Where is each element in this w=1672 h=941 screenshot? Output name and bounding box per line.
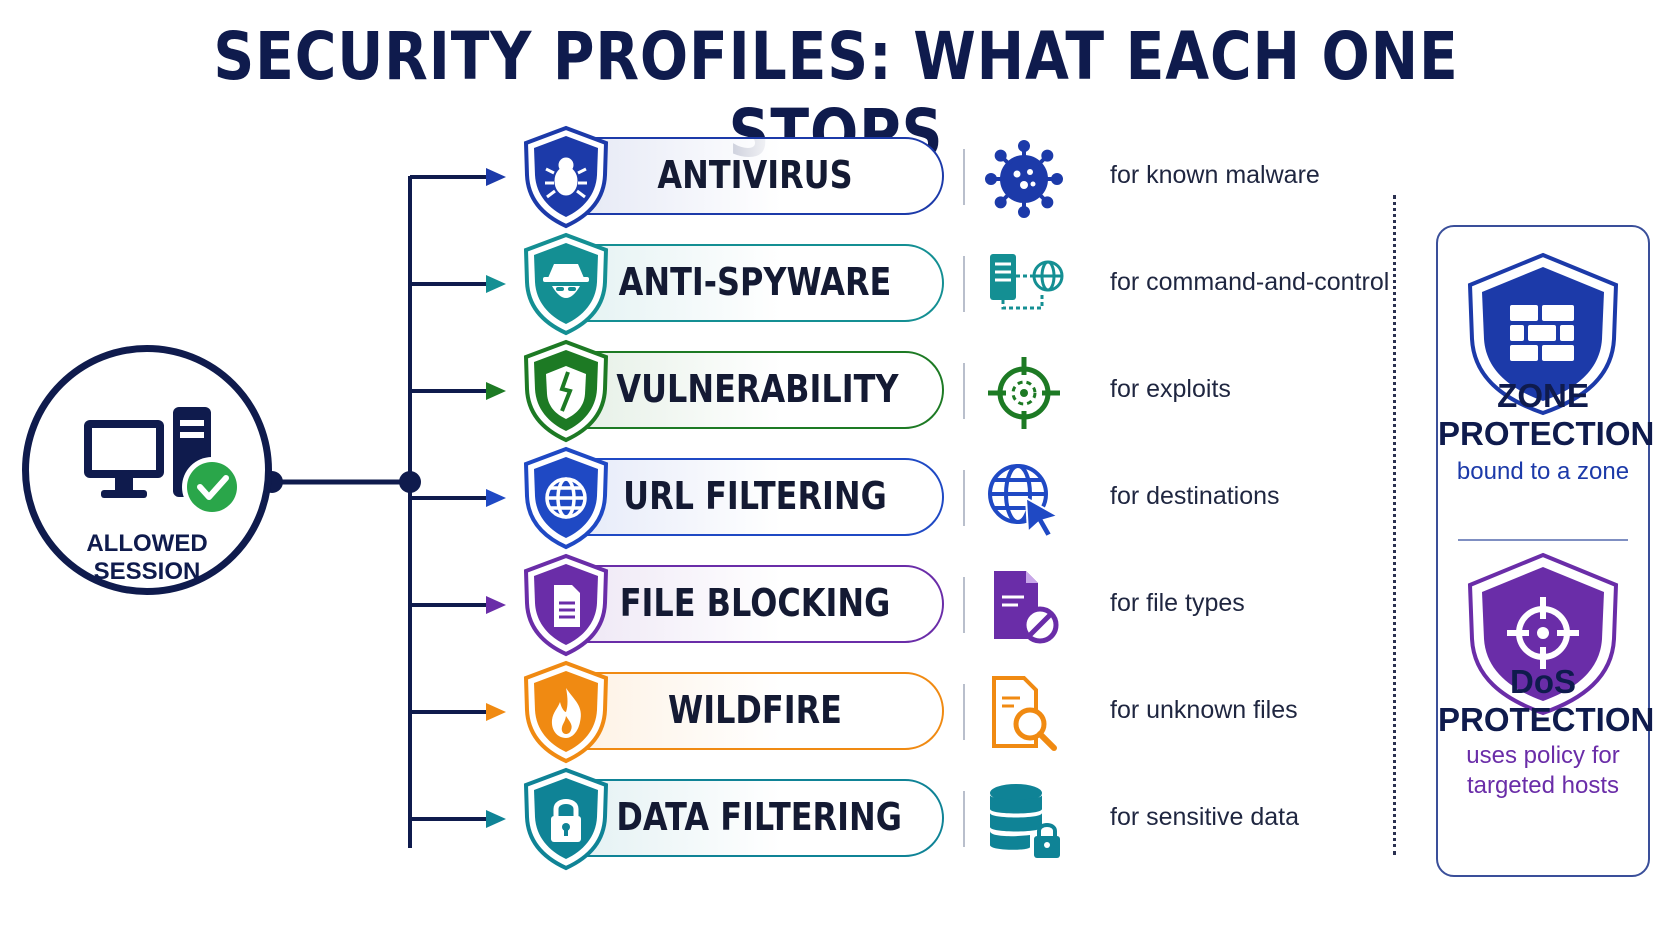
target-icon — [1507, 597, 1579, 669]
row-divider — [963, 577, 965, 633]
profile-description: for exploits — [1110, 375, 1231, 403]
shield-icon — [518, 339, 614, 445]
zone-title-line1: ZONE — [1497, 377, 1589, 414]
zone-protection-title: ZONE PROTECTION — [1438, 377, 1655, 453]
profile-name: FILE BLOCKING — [619, 581, 891, 625]
profile-name: WILDFIRE — [667, 688, 842, 732]
dos-protection-title: DoS PROTECTION — [1438, 663, 1655, 739]
shield-icon — [518, 232, 614, 338]
profile-row-url-filtering: URL FILTERING for destinations — [0, 446, 1672, 550]
session-label-line2: SESSION — [93, 558, 201, 585]
zone-shield-icon — [1467, 252, 1619, 416]
profile-name: ANTIVIRUS — [657, 153, 853, 197]
shield-icon — [518, 767, 614, 873]
dos-sub-line1: uses policy for — [1466, 742, 1620, 769]
branch-arrow — [410, 489, 506, 507]
zone-protection-subtitle: bound to a zone — [1456, 458, 1630, 485]
profile-row-vulnerability: VULNERABILITY for exploits — [0, 339, 1672, 443]
profile-name: URL FILTERING — [623, 474, 887, 518]
page-title: SECURITY PROFILES: WHAT EACH ONE STOPS — [213, 18, 1459, 172]
computer-server-icon — [84, 407, 242, 517]
dos-shield-icon — [1467, 552, 1619, 716]
profile-name: DATA FILTERING — [616, 795, 902, 839]
session-label-line1: ALLOWED — [86, 530, 208, 557]
branch-arrow — [410, 810, 506, 828]
file-search-icon — [984, 674, 1064, 754]
allowed-session-node: ALLOWED SESSION — [22, 345, 272, 595]
profile-description: for known malware — [1110, 161, 1320, 189]
crosshair-icon — [984, 353, 1064, 433]
profile-name: VULNERABILITY — [616, 367, 899, 411]
row-divider — [963, 684, 965, 740]
dos-title-line1: DoS — [1510, 663, 1576, 700]
row-divider — [963, 149, 965, 205]
profile-row-antivirus: ANTIVIRUS for known malware — [0, 125, 1672, 229]
branch-arrow — [410, 382, 506, 400]
virus-icon — [984, 139, 1064, 219]
dos-sub-line2: targeted hosts — [1466, 772, 1620, 799]
branch-arrow — [410, 275, 506, 293]
server-network-icon — [984, 246, 1064, 326]
database-lock-icon — [984, 781, 1064, 861]
profile-row-file-blocking: FILE BLOCKING for file types — [0, 553, 1672, 657]
row-divider — [963, 256, 965, 312]
dos-title-line2: PROTECTION — [1438, 701, 1655, 738]
row-divider — [963, 470, 965, 526]
shield-icon — [518, 125, 614, 231]
side-divider — [1458, 539, 1628, 541]
profile-description: for unknown files — [1110, 696, 1298, 724]
profile-row-anti-spyware: ANTI-SPYWARE for command-and-control — [0, 232, 1672, 336]
row-divider — [963, 363, 965, 419]
session-label: ALLOWED SESSION — [29, 530, 265, 586]
profile-description: for file types — [1110, 589, 1245, 617]
row-divider — [963, 791, 965, 847]
profile-description: for destinations — [1110, 482, 1280, 510]
profile-row-data-filtering: DATA FILTERING for sensitive data — [0, 767, 1672, 871]
shield-icon — [518, 553, 614, 659]
profile-description: for command-and-control — [1110, 268, 1390, 296]
globe-cursor-icon — [984, 460, 1064, 540]
profile-row-wildfire: WILDFIRE for unknown files — [0, 660, 1672, 764]
branch-arrow — [410, 168, 506, 186]
vertical-separator — [1393, 195, 1396, 855]
profile-description: for sensitive data — [1110, 803, 1299, 831]
branch-arrow — [410, 703, 506, 721]
side-card: ZONE PROTECTION bound to a zone DoS PROT… — [1436, 225, 1655, 877]
branch-arrow — [410, 596, 506, 614]
shield-icon — [518, 446, 614, 552]
brick-wall-icon — [1510, 305, 1574, 361]
shield-icon — [518, 660, 614, 766]
file-blocked-icon — [984, 567, 1064, 647]
dos-protection-subtitle: uses policy for targeted hosts — [1438, 741, 1648, 801]
zone-title-line2: PROTECTION — [1438, 415, 1655, 452]
profile-name: ANTI-SPYWARE — [618, 260, 892, 304]
